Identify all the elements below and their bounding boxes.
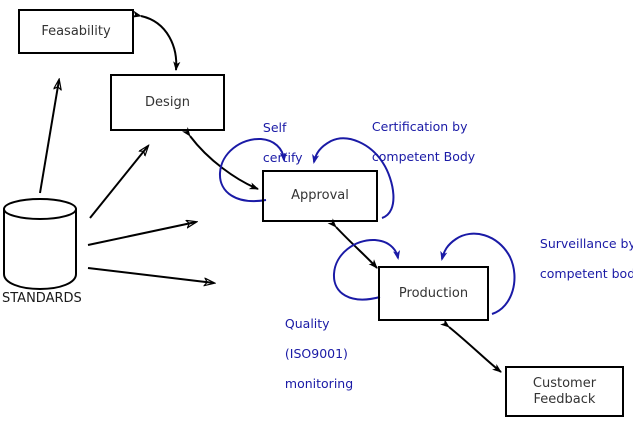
edge-production-customer-feedback <box>440 318 502 373</box>
node-design-label: Design <box>145 94 190 110</box>
edge-feasability-design <box>131 10 181 71</box>
annotation-self-certify-line1: Self <box>262 120 287 135</box>
annotation-certification-line2: competent Body <box>371 149 476 164</box>
node-design[interactable]: Design <box>110 74 225 131</box>
annotation-surveillance-by-competent-body: Surveillance by competent body <box>524 221 633 296</box>
edge-standards-feasability <box>39 80 59 194</box>
node-production-label: Production <box>398 285 469 301</box>
node-customer-feedback-label: Customer Feedback <box>533 376 596 408</box>
annotation-surveillance-line1: Surveillance by <box>539 236 633 251</box>
annotation-self-certify: Self certify <box>247 105 303 180</box>
annotation-quality-line1: Quality <box>284 316 330 331</box>
edge-approval-production <box>327 218 378 269</box>
loop-surveillance <box>440 232 516 315</box>
node-customer-feedback-label-line1: Customer <box>532 375 597 391</box>
node-customer-feedback[interactable]: Customer Feedback <box>505 366 624 417</box>
node-approval-label: Approval <box>291 188 349 203</box>
annotation-certification-by-competent-body: Certification by competent Body <box>356 104 475 179</box>
node-production[interactable]: Production <box>378 266 489 321</box>
node-approval[interactable]: Approval <box>262 170 378 222</box>
node-customer-feedback-label-line2: Feedback <box>533 391 596 407</box>
annotation-certification-line1: Certification by <box>371 119 468 134</box>
edge-design-approval <box>182 127 259 190</box>
annotation-surveillance-line2: competent body <box>539 266 633 281</box>
loop-certification-by-competent-body <box>312 137 395 219</box>
annotation-self-certify-line2: certify <box>262 150 303 165</box>
loop-self-certify <box>218 137 287 203</box>
node-feasability-label: Feasability <box>41 23 111 39</box>
node-standards-label: STANDARDS <box>2 291 82 306</box>
standards-cylinder <box>3 198 77 291</box>
edge-standards-production <box>87 267 214 283</box>
annotation-quality-iso9001-monitoring: Quality (ISO9001) monitoring <box>269 301 353 406</box>
edge-standards-design <box>89 146 148 219</box>
loop-quality-monitoring <box>332 238 401 301</box>
annotation-quality-line3: monitoring <box>284 376 354 391</box>
annotation-quality-line2: (ISO9001) <box>284 346 348 361</box>
node-feasability[interactable]: Feasability <box>18 9 134 54</box>
edge-standards-approval <box>87 222 196 246</box>
